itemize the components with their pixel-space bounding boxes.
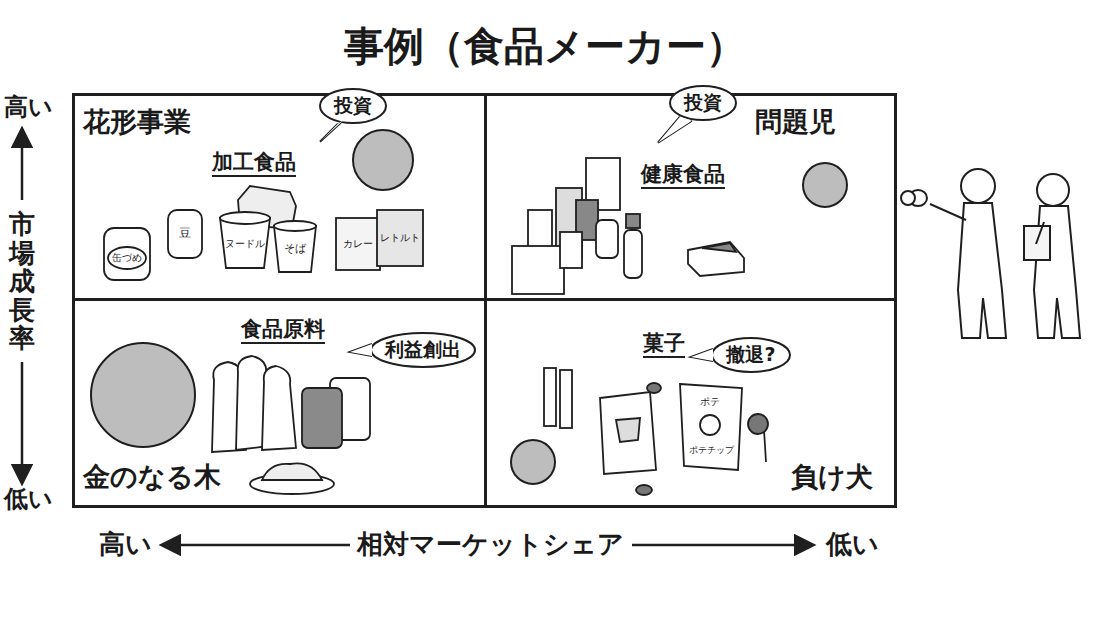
health-food-art-part [626, 214, 640, 228]
speech-bubble: 投資 [319, 88, 387, 124]
package-text: ポテ [700, 396, 720, 408]
bubble-tail [320, 120, 344, 142]
bubble-tail-fill [658, 117, 692, 143]
quadrant-name: 負け犬 [791, 461, 873, 492]
quadrant-name: 問題児 [755, 106, 836, 137]
package-text: カレー [343, 238, 373, 250]
raw-material-art-part [262, 463, 322, 480]
snack-art-part [748, 414, 768, 434]
axis-title: 相対マーケットシェア [357, 530, 624, 560]
axis-label: 低い [826, 530, 879, 560]
bubble-ellipse [371, 333, 475, 367]
category-name: 菓子 [643, 331, 685, 358]
observer-figure [901, 169, 1080, 338]
axis-arrow [22, 130, 812, 545]
bubble-text: 投資 [684, 92, 722, 114]
snack-art-part [700, 415, 720, 435]
processed-food-art-part [220, 212, 270, 224]
category-name: 食品原料 [241, 317, 325, 344]
bubble-tail-fill [691, 349, 713, 361]
snack-art-part [764, 430, 766, 462]
package-text: そば [284, 243, 306, 256]
bubble-text: 投資 [334, 95, 372, 117]
quadrant-box: 金のなる木 食品原料利益創出 [72, 298, 487, 508]
snack-art-part [616, 418, 640, 442]
quadrant-box: 負け犬 菓子 撤退? [484, 298, 897, 508]
bubble-ellipse [670, 86, 736, 120]
processed-food-art-part [377, 210, 423, 266]
share-circle-part [511, 440, 555, 484]
package-text: レトルト [380, 232, 420, 244]
axis-arrow-part [21, 130, 24, 200]
quadrant-name: 金のなる木 [83, 461, 221, 492]
observer-figure-part [961, 169, 995, 203]
snack-art-part [636, 485, 652, 495]
bubble-text: 利益創出 [385, 339, 461, 361]
package-text: ヌードル [225, 238, 265, 250]
health-food-art-part [512, 246, 564, 294]
speech-bubble: 撤退? [711, 337, 791, 373]
bubble-ellipse [320, 89, 386, 123]
category-name: 加工食品 [212, 150, 296, 177]
bubble-tail-fill [320, 120, 344, 142]
processed-food-art-part [274, 221, 316, 231]
category-name: 健康食品 [641, 162, 725, 189]
processed-food-art-part [108, 247, 146, 269]
processed-food-art-part [104, 228, 150, 280]
snack-art-part [600, 392, 656, 474]
bubble-text: 撤退? [726, 344, 775, 366]
quadrant-name: 花形事業 [83, 106, 191, 137]
snack-art-part [560, 370, 572, 428]
speech-bubble: 利益創出 [370, 332, 476, 368]
share-circle [91, 130, 847, 484]
bubble-ellipse [712, 338, 790, 372]
bubble-tail [691, 349, 713, 361]
health-food-art-part [596, 220, 618, 258]
bubble-tail [658, 117, 692, 143]
observer-figure-part [930, 204, 966, 220]
axis-arrow-part [632, 544, 812, 547]
package-text: ポテチップ [689, 445, 734, 455]
processed-food-art-part [168, 210, 202, 258]
observer-figure-part [1036, 222, 1044, 244]
processed-food-art-part [220, 218, 270, 268]
health-food-art-part [624, 230, 642, 278]
speech-bubble: 投資 [669, 85, 737, 121]
axis-arrow-part [163, 544, 350, 547]
quadrant-box: 問題児健康食品 投資 [484, 93, 897, 301]
processed-food-art [104, 186, 423, 280]
axis-label: 高い [99, 530, 152, 560]
observer-figure-part [901, 191, 915, 205]
share-circle-part [91, 343, 195, 447]
health-food-art-part [702, 243, 736, 252]
raw-material-art [212, 356, 370, 494]
title: 事例（食品メーカー） [344, 23, 746, 69]
observer-figure-part [958, 203, 1006, 338]
bubble-tail [350, 344, 372, 356]
processed-food-art-part [336, 218, 380, 270]
snack-art [544, 368, 768, 495]
observer-figure-part [1037, 174, 1069, 206]
snack-art-part [544, 368, 556, 426]
raw-material-art-part [302, 388, 342, 448]
axis-arrow-part [21, 362, 24, 482]
raw-material-art-part [262, 366, 296, 450]
package-text: 豆 [179, 227, 191, 241]
bubble-tail-fill [350, 344, 372, 356]
health-food-art-part [688, 242, 744, 276]
health-food-art-part [560, 232, 582, 268]
axis-label: 高い [4, 94, 53, 122]
snack-art-part [680, 384, 742, 470]
processed-food-art-part [274, 226, 316, 272]
snack-art-part [647, 383, 661, 393]
share-circle-part [353, 130, 413, 190]
package-text: 缶づめ [112, 252, 142, 264]
quadrant-box: 花形事業加工食品 投資 [72, 93, 487, 301]
axis-title: 市場成長率 [9, 210, 35, 353]
share-circle-part [803, 163, 847, 207]
axis-label: 低い [4, 486, 53, 514]
health-food-art [512, 158, 744, 294]
